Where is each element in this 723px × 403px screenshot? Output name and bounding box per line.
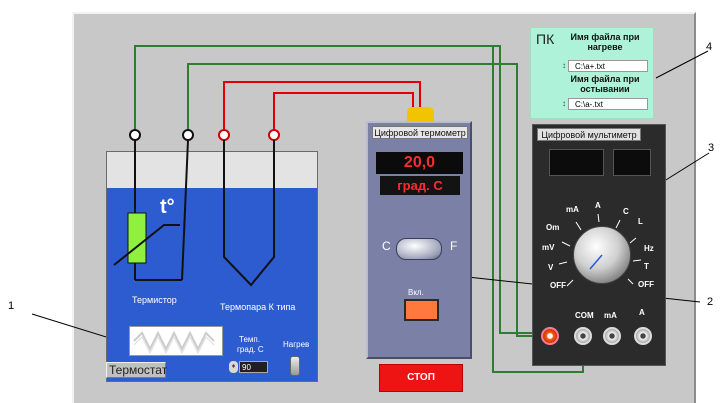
knob-pointer-icon bbox=[589, 254, 603, 270]
thermometer-display-unit: град. С bbox=[380, 176, 460, 195]
cool-file-spinner-icon[interactable]: ↕ bbox=[562, 99, 566, 108]
callout-4: 4 bbox=[706, 41, 713, 53]
temp-label-line2: град. С bbox=[237, 345, 264, 354]
heater-element bbox=[129, 326, 223, 356]
dial-label-off-right: OFF bbox=[638, 280, 654, 289]
thermometer-connector bbox=[407, 107, 434, 122]
callout-2: 2 bbox=[707, 296, 714, 308]
power-label: Вкл. bbox=[408, 288, 424, 297]
callout-3: 3 bbox=[708, 142, 715, 154]
jack-label-ma: mA bbox=[604, 311, 617, 320]
cool-file-heading: Имя файла при остывании bbox=[570, 74, 640, 94]
multimeter-title: Цифровой мультиметр bbox=[537, 128, 641, 141]
cool-file-input[interactable]: C:\a-.txt bbox=[568, 98, 648, 110]
heat-label: Нагрев bbox=[283, 340, 310, 349]
dial-label-t: T bbox=[644, 262, 649, 271]
multimeter-display-aux bbox=[613, 149, 651, 176]
bath-air-space bbox=[107, 152, 317, 188]
jack-v[interactable] bbox=[541, 327, 559, 345]
heat-file-heading: Имя файла при нагреве bbox=[570, 32, 640, 52]
stop-button[interactable]: СТОП bbox=[379, 364, 463, 392]
temperature-symbol: t° bbox=[160, 196, 175, 218]
dial-label-ma: mA bbox=[566, 205, 579, 214]
thermistor-label: Термистор bbox=[132, 295, 177, 305]
dial-label-om: Om bbox=[546, 223, 560, 232]
dial-ticks bbox=[558, 213, 642, 287]
thermostat-label: Термостат bbox=[106, 362, 167, 378]
range-selector-knob[interactable] bbox=[573, 226, 631, 284]
thermometer-title: Цифровой термометр bbox=[372, 126, 468, 139]
dial-label-mv: mV bbox=[542, 243, 555, 252]
dial-label-c: C bbox=[623, 207, 629, 216]
probes-drawing bbox=[113, 139, 275, 287]
heat-toggle-switch[interactable] bbox=[290, 356, 300, 376]
dial-label-hz: Hz bbox=[644, 244, 654, 253]
jack-ma[interactable] bbox=[603, 327, 621, 345]
thermometer-display-value: 20,0 bbox=[376, 152, 463, 174]
jack-label-com: COM bbox=[575, 311, 594, 320]
thermocouple-label: Термопара К типа bbox=[220, 302, 296, 312]
temp-label-line1: Темп. bbox=[239, 335, 260, 344]
dial-label-l: L bbox=[638, 217, 643, 226]
heat-file-input[interactable]: C:\a+.txt bbox=[568, 60, 648, 72]
heat-file-spinner-icon[interactable]: ↕ bbox=[562, 61, 566, 70]
scale-toggle-switch[interactable] bbox=[396, 238, 442, 260]
dial-label-a: A bbox=[595, 201, 601, 210]
callout-1: 1 bbox=[8, 300, 15, 312]
jack-a[interactable] bbox=[634, 327, 652, 345]
power-button[interactable] bbox=[404, 299, 439, 321]
scale-f-label: F bbox=[450, 239, 458, 253]
multimeter-display-main bbox=[549, 149, 604, 176]
jack-label-a: A bbox=[639, 308, 645, 317]
heater-coil-icon bbox=[133, 330, 215, 355]
temp-spinner-icon[interactable]: ♦ bbox=[229, 361, 238, 373]
pc-title: ПК bbox=[536, 31, 555, 47]
temp-setpoint-input[interactable]: 90 bbox=[239, 361, 268, 373]
jack-com[interactable] bbox=[574, 327, 592, 345]
scale-c-label: C bbox=[382, 239, 391, 253]
dial-label-v: V bbox=[548, 263, 554, 272]
dial-label-off-left: OFF bbox=[550, 281, 566, 290]
